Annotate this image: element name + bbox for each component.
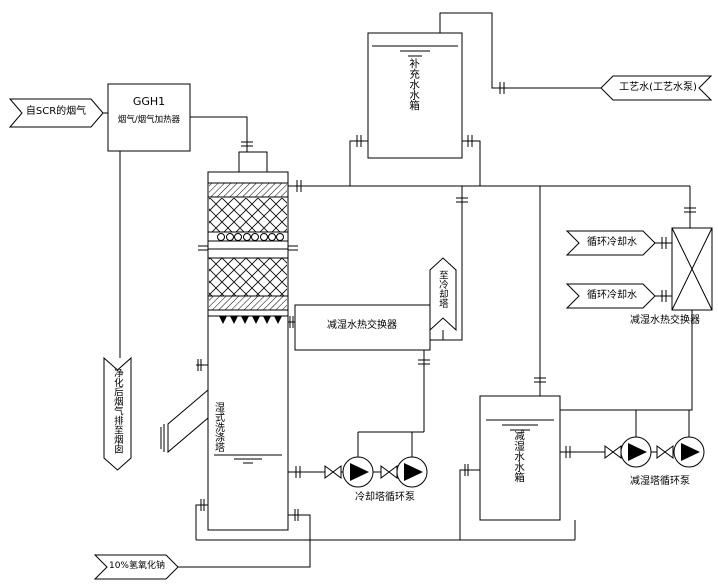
pipe-makeup-tank-right xyxy=(462,140,481,186)
pipe-hx-center-outlet xyxy=(430,186,463,341)
pipe-hx-right-bottom xyxy=(560,310,693,411)
pipe-flanges xyxy=(160,82,696,521)
banner-naoh-shape xyxy=(93,554,179,580)
pipe-process-water-fill xyxy=(439,12,601,89)
pump-icon xyxy=(396,456,428,488)
pump-icon xyxy=(342,456,374,488)
pipe-dehumid-pump-discharge xyxy=(635,410,690,437)
banner-to-cooling-tower-shape xyxy=(429,257,457,332)
water-level-icon xyxy=(214,454,282,464)
dehumid-water-tank xyxy=(479,395,561,521)
pipe-cooling-pump-discharge xyxy=(357,350,425,457)
banner-to-cooling-tower-label: 至冷却塔 xyxy=(436,270,448,308)
banner-cooling-supply-shape xyxy=(565,230,656,256)
cooling-tower-pumps-label: 冷却塔循环泵 xyxy=(355,492,415,503)
spray-nozzle-triangles xyxy=(219,316,282,324)
pumps-and-valves xyxy=(324,436,705,488)
pump-icon xyxy=(673,436,705,468)
banner-process-water-shape xyxy=(600,75,713,101)
hx-right-label: 减湿水热交换器 xyxy=(630,315,700,326)
ggh-title: GGH1 xyxy=(132,95,166,108)
packing-section-top xyxy=(209,198,287,232)
pipe-tower-drain xyxy=(195,504,208,540)
banner-cooling-supply-label: 循环冷却水 xyxy=(587,237,637,248)
hx-center-label: 减湿水热交换器 xyxy=(327,320,397,331)
inlet-duct xyxy=(167,388,209,454)
makeup-water-tank xyxy=(367,32,463,159)
valve-icon xyxy=(324,465,342,479)
banner-naoh-label: 10%氢氧化钠 xyxy=(108,561,165,571)
banner-stack-outlet-label: 净化后烟气排至烟囱 xyxy=(111,368,123,454)
water-level-icon xyxy=(486,419,554,431)
ggh-heater-box xyxy=(107,83,191,152)
banner-process-water-label: 工艺水(工艺水泵) xyxy=(619,82,697,93)
banner-scr-flue-gas-label: 自SCR的烟气 xyxy=(25,106,87,117)
water-level-icon xyxy=(372,45,458,57)
valve-icon xyxy=(380,465,398,479)
scrubber-tower xyxy=(167,151,289,531)
demister-band-bottom xyxy=(209,296,287,310)
banner-stack-outlet-shape xyxy=(103,356,132,471)
pipe-ggh-to-tower-top xyxy=(190,116,248,152)
spray-nozzle-bumps xyxy=(217,233,284,241)
packing-section-bottom xyxy=(209,258,287,296)
demister-band-top xyxy=(209,183,287,197)
pipe-dehumid-tank-left xyxy=(459,469,480,540)
pipe-naoh-feed xyxy=(178,514,311,568)
dehumid-water-tank-label: 减湿水水箱 xyxy=(513,430,526,483)
valve-icon xyxy=(656,445,674,459)
banner-cooling-return-shape xyxy=(565,283,656,309)
valve-icon xyxy=(604,445,622,459)
flow-banners xyxy=(8,75,713,580)
makeup-water-tank-label: 补充水水箱 xyxy=(408,58,421,111)
dehumid-tower-pumps-label: 减湿塔循环泵 xyxy=(630,476,690,487)
pipe-makeup-tank-left xyxy=(349,140,368,186)
hx-right-box xyxy=(671,227,713,311)
banner-scr-flue-gas-shape xyxy=(8,98,104,128)
pump-icon xyxy=(620,436,652,468)
ggh-subtitle: 烟气/烟气加热器 xyxy=(117,115,181,125)
banner-cooling-return-label: 循环冷却水 xyxy=(587,290,637,301)
scrubber-tower-label: 湿式洗涤塔 xyxy=(212,402,224,452)
